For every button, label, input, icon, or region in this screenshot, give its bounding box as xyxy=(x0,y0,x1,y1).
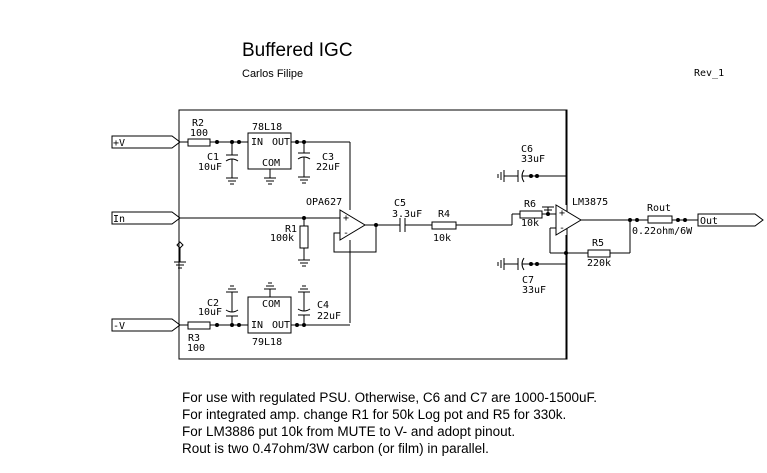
svg-text:IN: IN xyxy=(251,320,263,331)
svg-text:3.3uF: 3.3uF xyxy=(392,209,422,220)
svg-text:+: + xyxy=(559,208,565,219)
port-input: In xyxy=(111,211,181,225)
svg-text:0.22ohm/6W: 0.22ohm/6W xyxy=(632,226,693,237)
svg-text:R2: R2 xyxy=(192,118,204,129)
svg-text:C2: C2 xyxy=(207,298,219,309)
svg-text:C4: C4 xyxy=(317,300,329,311)
note-line: For use with regulated PSU. Otherwise, C… xyxy=(182,390,597,405)
capacitor-c5: C5 3.3uF xyxy=(392,198,422,232)
resistor-r5: R5 220k xyxy=(587,238,611,269)
capacitor-c6: C6 33uF xyxy=(497,144,566,183)
svg-text:33uF: 33uF xyxy=(522,285,546,296)
svg-text:220k: 220k xyxy=(587,258,611,269)
svg-text:-V: -V xyxy=(113,321,125,332)
opamp-opa627: OPA627 + - xyxy=(306,197,366,241)
resistor-r3: R3 100 xyxy=(187,321,211,354)
regulator-78l18: 78L18 IN OUT COM xyxy=(247,122,292,185)
svg-text:R5: R5 xyxy=(592,238,604,249)
svg-text:10uF: 10uF xyxy=(198,162,222,173)
svg-text:OPA627: OPA627 xyxy=(306,197,342,208)
svg-text:IN: IN xyxy=(251,137,263,148)
svg-text:C3: C3 xyxy=(322,152,334,163)
svg-text:78L18: 78L18 xyxy=(252,122,282,133)
revision-label: Rev_1 xyxy=(694,68,724,79)
svg-text:R1: R1 xyxy=(285,224,297,235)
capacitor-c7: C7 33uF xyxy=(497,257,566,296)
capacitor-c3: C3 22uF xyxy=(297,142,340,184)
svg-text:33uF: 33uF xyxy=(521,154,545,165)
svg-text:10k: 10k xyxy=(433,233,451,244)
svg-text:C1: C1 xyxy=(207,152,219,163)
svg-text:R3: R3 xyxy=(188,333,200,344)
resistor-r6: R6 10k xyxy=(519,199,543,229)
svg-text:OUT: OUT xyxy=(272,320,290,331)
capacitor-c4: C4 22uF xyxy=(297,285,341,325)
capacitor-c2: C2 10uF xyxy=(198,285,239,325)
resistor-r4: R4 10k xyxy=(431,209,457,244)
svg-text:100k: 100k xyxy=(270,233,294,244)
schematic-author: Carlos Filipe xyxy=(242,68,303,80)
note-line: For integrated amp. change R1 for 50k Lo… xyxy=(182,407,566,422)
svg-text:79L18: 79L18 xyxy=(252,337,282,348)
svg-text:C6: C6 xyxy=(521,144,533,155)
svg-text:Rout: Rout xyxy=(647,203,671,214)
svg-text:COM: COM xyxy=(262,158,280,169)
svg-text:10k: 10k xyxy=(521,218,539,229)
svg-text:C7: C7 xyxy=(522,275,534,286)
svg-text:22uF: 22uF xyxy=(316,162,340,173)
port-vminus: -V xyxy=(111,318,181,332)
port-vplus: +V xyxy=(111,135,181,149)
svg-text:10uF: 10uF xyxy=(198,307,222,318)
svg-text:+: + xyxy=(343,213,349,224)
resistor-r2: R2 100 xyxy=(187,118,211,147)
schematic-title: Buffered IGC xyxy=(242,40,353,61)
svg-text:100: 100 xyxy=(187,343,205,354)
ground-symbol xyxy=(174,241,186,269)
svg-text:C5: C5 xyxy=(394,198,406,209)
resistor-r1: R1 100k xyxy=(270,218,310,267)
svg-text:COM: COM xyxy=(262,299,280,310)
svg-text:100: 100 xyxy=(190,128,208,139)
svg-text:LM3875: LM3875 xyxy=(572,197,608,208)
port-output: Out xyxy=(697,213,764,227)
svg-text:Out: Out xyxy=(700,216,718,227)
design-notes: For use with regulated PSU. Otherwise, C… xyxy=(182,390,597,456)
circuit-frame xyxy=(178,109,568,360)
note-line: Rout is two 0.47ohm/3W carbon (or film) … xyxy=(182,441,489,456)
svg-text:+V: +V xyxy=(113,138,125,149)
capacitor-c1: C1 10uF xyxy=(198,142,239,185)
regulator-79l18: COM IN OUT 79L18 xyxy=(247,282,292,348)
note-line: For LM3886 put 10k from MUTE to V- and a… xyxy=(182,424,515,439)
svg-text:-: - xyxy=(343,228,349,239)
svg-text:OUT: OUT xyxy=(272,137,290,148)
svg-text:R6: R6 xyxy=(524,199,536,210)
svg-text:22uF: 22uF xyxy=(317,311,341,322)
svg-text:-: - xyxy=(559,223,565,234)
svg-text:R4: R4 xyxy=(438,209,450,220)
amplifier-lm3875: LM3875 + - xyxy=(555,197,608,236)
svg-text:In: In xyxy=(113,214,125,225)
